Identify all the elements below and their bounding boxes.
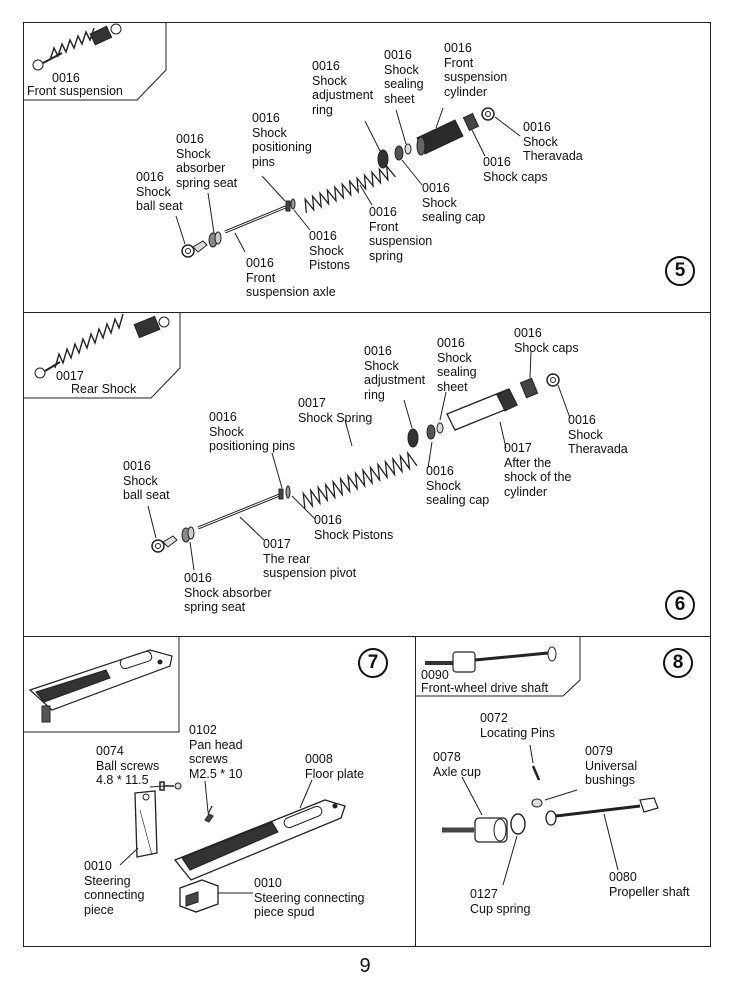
rear-shock-thumb-code: 0017 [56,369,84,383]
p5-cylinder-label: 0016 Front suspension cylinder [444,41,508,99]
front-suspension-thumb-name: Front suspension [27,84,123,98]
drive-shaft-thumb-code: 0090 [421,668,449,682]
p6-sealing-cap-label: 0016 Shock sealing cap [426,464,490,507]
p6-pivot-label: 0017 The rear suspension pivot [263,537,357,580]
steering-assembly-exploded [119,779,346,913]
rear-shock-exploded [147,350,571,571]
drive-shaft-thumb-name: Front-wheel drive shaft [421,681,549,695]
p5-pistons-label: 0016 Shock Pistons [309,229,350,272]
page-number: 9 [359,955,371,977]
p6-spring-label: 0017 Shock Spring [298,396,373,425]
drive-shaft-thumbnail-icon [425,646,557,673]
front-suspension-thumbnail-icon [32,23,122,71]
p6-sealing-sheet-label: 0016 Shock sealing sheet [437,336,477,394]
p5-ball-seat-label: 0016 Shock ball seat [136,170,183,213]
step-7-badge: 7 [358,648,388,678]
thumb-box-drive-shaft [415,636,581,697]
p5-caps-label: 0016 Shock caps [483,155,548,184]
p5-spring-label: 0016 Front suspension spring [369,205,433,263]
p8-axle-cup-label: 0078 Axle cup [433,750,481,779]
p7-ball-screws-label: 0074 Ball screws 4.8 * 11.5 [96,744,160,787]
p6-caps-label: 0016 Shock caps [514,326,579,355]
step-8-panel [415,636,711,947]
p8-propeller-label: 0080 Propeller shaft [609,870,690,899]
rear-shock-thumb-name: Rear Shock [71,382,137,396]
thumb-box-front-suspension [23,22,167,101]
p6-positioning-pins-label: 0016 Shock positioning pins [209,410,296,453]
steering-thumbnail-icon [28,649,173,723]
p6-cylinder-label: 0017 After the shock of the cylinder [504,441,572,499]
thumb-box-rear-shock [23,312,181,399]
rear-shock-thumbnail-icon [34,313,170,379]
p6-pistons-label: 0016 Shock Pistons [314,513,394,542]
front-suspension-thumb-code: 0016 [52,71,80,85]
step-6-badge: 6 [665,590,695,620]
drive-shaft-exploded [442,744,659,886]
p6-ball-seat-label: 0016 Shock ball seat [123,459,170,502]
p8-bushings-label: 0079 Universal bushings [585,744,638,787]
p8-locating-pins-label: 0072 Locating Pins [480,711,556,740]
p6-theravada-label: 0016 Shock Theravada [568,413,628,456]
p5-positioning-pins-label: 0016 Shock positioning pins [252,111,312,169]
thumb-box-steering [23,636,180,733]
front-shock-exploded [175,107,521,258]
p8-cup-spring-label: 0127 Cup spring [470,887,531,916]
p6-spring-seat-label: 0016 Shock absorber spring seat [184,571,272,614]
step-8-badge: 8 [663,648,693,678]
p7-spud-label: 0010 Steering connecting piece spud [254,876,365,919]
p5-spring-seat-label: 0016 Shock absorber spring seat [176,132,238,190]
p5-sealing-cap-label: 0016 Shock sealing cap [422,181,486,224]
p7-steering-piece-label: 0010 Steering connecting piece [84,859,145,917]
p5-axle-label: 0016 Front suspension axle [246,256,336,299]
step-5-panel [23,22,711,313]
p7-floor-plate-label: 0008 Floor plate [305,752,365,781]
step-5-badge: 5 [665,256,695,286]
p7-pan-head-label: 0102 Pan head screws M2.5 * 10 [189,723,243,781]
p5-adjustment-ring-label: 0016 Shock adjustment ring [312,59,374,117]
step-6-panel [23,312,711,637]
p5-theravada-label: 0016 Shock Theravada [523,120,583,163]
p6-adjustment-ring-label: 0016 Shock adjustment ring [364,344,426,402]
p5-sealing-sheet-label: 0016 Shock sealing sheet [384,48,424,106]
